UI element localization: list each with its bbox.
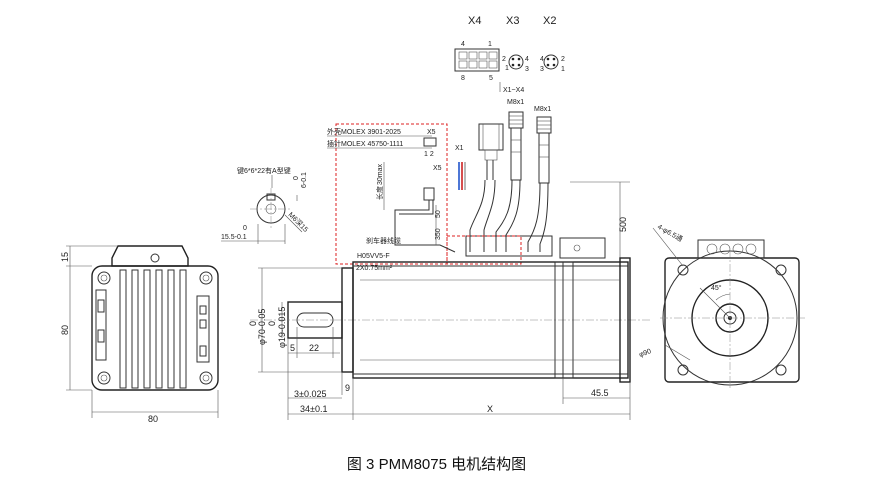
dim-22: 22 — [309, 343, 319, 353]
flange-front-view: 45° 4-φ6.5通 φ90 — [638, 222, 805, 390]
dim-500: 500 — [618, 217, 628, 232]
x4-pin-4: 4 — [461, 41, 465, 48]
dia-90: φ90 — [638, 348, 652, 359]
x4-housing-icon — [454, 48, 500, 72]
x2-label: X2 — [543, 15, 556, 27]
x4-pin-5: 5 — [489, 75, 493, 82]
x3-label: X3 — [506, 15, 519, 27]
x1-x4-label: X1~X4 — [503, 87, 524, 94]
rear-end-view: 15 80 80 — [60, 245, 219, 424]
dim-34: 34±0.1 — [300, 404, 327, 414]
cable-size: 2X0.75mm² — [356, 265, 393, 272]
dim-3: 3±0.025 — [294, 389, 326, 399]
brake-label: 刹车器线缆 — [366, 236, 401, 245]
motor-side-view: 0 φ70-0.05 0 φ19-0.015 5 22 9 3±0.025 34… — [248, 257, 650, 420]
dim-155: 15.5-0.1 — [221, 234, 247, 241]
m8x1-label-b: M8x1 — [534, 106, 551, 113]
m8x1-label-a: M8x1 — [507, 99, 524, 106]
x3-pin-4: 4 — [525, 56, 529, 63]
x3-pin-1: 1 — [505, 65, 509, 72]
dim-phi19: φ19-0.015 — [277, 307, 287, 348]
x2-circular-icon — [543, 54, 559, 70]
dim-9: 9 — [345, 383, 350, 393]
dim-70-zero: 0 — [248, 321, 258, 326]
dim-50: 50 — [435, 210, 442, 218]
dim-x: X — [487, 404, 493, 414]
length-30max: 30max — [377, 163, 384, 185]
x2-pin-3: 3 — [540, 66, 544, 73]
x4-label: X4 — [468, 15, 481, 27]
molex-housing-label: 外壳MOLEX 3901-2025 — [327, 127, 401, 136]
brake-cable-boundary-ext — [446, 235, 522, 265]
connector-pinouts: X4 X3 X2 4 1 8 5 2 4 1 3 — [454, 15, 565, 82]
x1-label: X1 — [455, 145, 464, 152]
keyway-detail: 键6*6*22有A型键 M6深15 0 6-0.1 0 15.5-0.1 — [221, 166, 310, 244]
dim-15: 15 — [60, 252, 70, 262]
key-spec: 键6*6*22有A型键 — [237, 166, 291, 175]
x3-pin-3: 3 — [525, 66, 529, 73]
dim-phi70: φ70-0.05 — [257, 309, 267, 345]
dim-19-zero: 0 — [267, 321, 277, 326]
m6-depth: M6深15 — [287, 210, 311, 234]
dim-0-155: 0 — [243, 225, 247, 232]
brake-cable-boundary — [335, 123, 448, 265]
cable-assembly: X1 — [455, 111, 606, 259]
molex-terminal-label: 插针MOLEX 45750-1111 — [327, 139, 403, 148]
dim-5: 5 — [290, 343, 295, 353]
dim-350: 350 — [435, 228, 442, 240]
x3-pin-2: 2 — [502, 56, 506, 63]
length-prefix: 长度 — [375, 186, 384, 200]
x2-pin-4: 4 — [540, 56, 544, 63]
dim-6-key: 6-0.1 — [301, 172, 308, 188]
dim-80-vertical: 80 — [60, 325, 70, 335]
figure-caption: 图 3 PMM8075 电机结构图 — [346, 456, 527, 473]
holes-4-phi6-5: 4-φ6.5通 — [656, 222, 684, 244]
x2-pin-2: 2 — [561, 56, 565, 63]
cable-spec: H05VV5-F — [357, 253, 390, 260]
dim-45-5: 45.5 — [591, 388, 609, 398]
x5-mid-label: X5 — [433, 165, 442, 172]
dim-80-horizontal: 80 — [148, 414, 158, 424]
x5-top-label: X5 — [427, 129, 436, 136]
dim-0-key: 0 — [293, 176, 300, 180]
brake-cable: 外壳MOLEX 3901-2025 插针MOLEX 45750-1111 X5 … — [327, 127, 456, 272]
x2-pin-1: 1 — [561, 66, 565, 73]
x4-pin-1: 1 — [488, 41, 492, 48]
x3-circular-icon — [508, 54, 524, 70]
angle-45: 45° — [711, 284, 722, 292]
x4-pin-8: 8 — [461, 75, 465, 82]
pins-12-label: 1 2 — [424, 151, 434, 158]
